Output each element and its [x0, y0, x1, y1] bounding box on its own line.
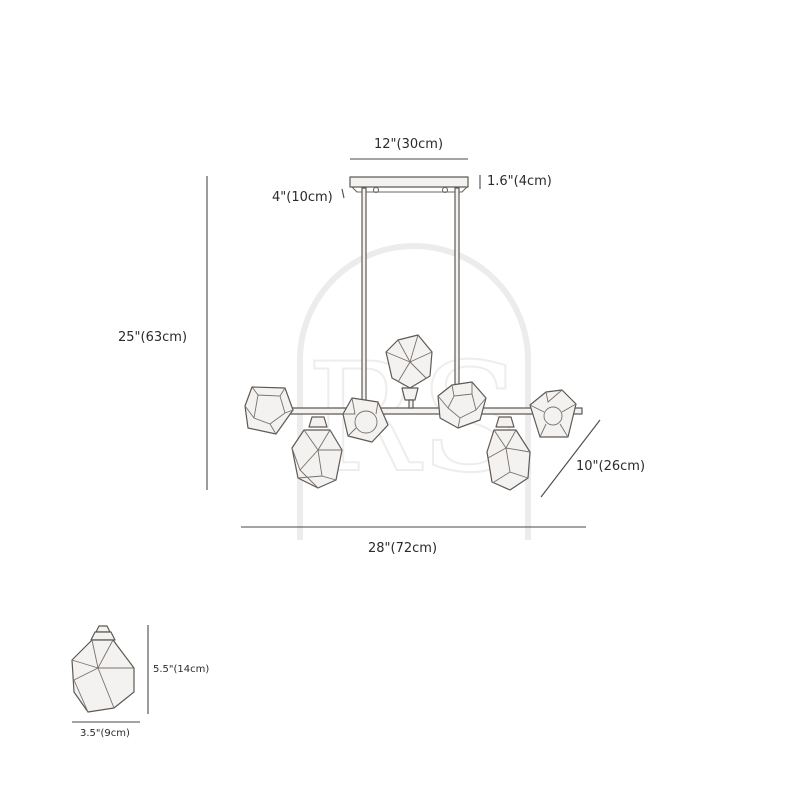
canopy	[349, 176, 469, 194]
glass-shade	[244, 386, 294, 435]
canopy-height-label: 1.6"(4cm)	[487, 174, 552, 189]
canopy-depth-line	[341, 188, 345, 199]
shade-height-label: 5.5"(14cm)	[153, 664, 210, 675]
overall-height-label: 25"(63cm)	[118, 330, 188, 345]
shade-detail-drawing	[71, 625, 149, 723]
glass-shade	[291, 416, 343, 489]
glass-shade	[437, 381, 487, 429]
glass-shade	[529, 389, 577, 438]
overall-width-label: 28"(72cm)	[368, 541, 438, 556]
canopy-depth-label: 4"(10cm)	[272, 190, 333, 205]
canopy-width-label: 12"(30cm)	[374, 137, 444, 152]
glass-shade	[342, 397, 389, 443]
overall-depth-label: 10"(26cm)	[576, 459, 646, 474]
shade-width-label: 3.5"(9cm)	[80, 728, 130, 739]
glass-shade	[385, 334, 433, 409]
glass-shade	[486, 416, 531, 491]
overall-depth-line	[540, 419, 601, 498]
